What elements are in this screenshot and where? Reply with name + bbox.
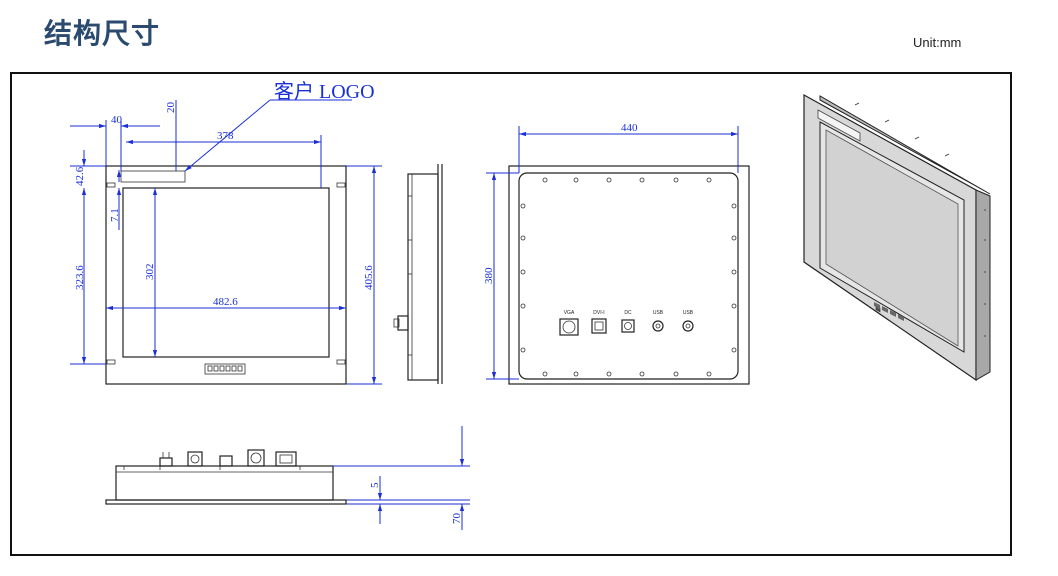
- vga-connector: [559, 318, 579, 336]
- front-panel-outline: [105, 165, 347, 385]
- mount-slot: [336, 359, 346, 365]
- perspective-buttons: [874, 302, 904, 321]
- rear-view: VGA DVI-I DC USB USB 440 380: [483, 122, 750, 385]
- front-buttons: [207, 365, 243, 372]
- perspective-edge-slots: [854, 102, 986, 337]
- logo-label: 客户 LOGO: [274, 80, 375, 103]
- rear-connectors: VGA DVI-I DC USB USB: [559, 310, 694, 336]
- dim-depth: 70: [451, 513, 463, 525]
- rear-screws: [520, 177, 737, 377]
- mount-slot: [336, 182, 346, 188]
- dim-top-gap: 7.1: [109, 208, 121, 222]
- page-title: 结构尺寸: [44, 17, 161, 50]
- dim-rear-width: 440: [621, 122, 638, 134]
- dim-logo-offset: 20: [165, 102, 177, 114]
- mount-slot: [106, 182, 116, 188]
- dc-connector: [621, 319, 635, 333]
- front-screen-area: [122, 187, 330, 358]
- usb-connector: [652, 320, 664, 332]
- unit-label: Unit:mm: [913, 35, 962, 50]
- dim-rear-height: 380: [483, 267, 495, 284]
- dim-side-margin: 40: [111, 114, 123, 126]
- dim-flange: 5: [369, 482, 381, 488]
- bottom-view: 5 70: [105, 426, 470, 530]
- connector-label: USB: [653, 310, 664, 316]
- dim-top-margin: 42.6: [74, 166, 86, 186]
- perspective-view: [803, 93, 991, 382]
- dim-overall-width: 482.6: [213, 296, 238, 308]
- bottom-connectors: [159, 449, 297, 467]
- side-view: [393, 164, 443, 384]
- front-button-strip: [204, 363, 246, 375]
- dim-hole-spacing: 323.6: [74, 265, 86, 290]
- mount-slot: [106, 359, 116, 365]
- connector-label: DVI-I: [593, 310, 604, 316]
- dvi-connector: [591, 318, 607, 334]
- dim-screen-height: 302: [144, 264, 156, 281]
- front-view: 40 20 378 客户 LOGO 42.6 7.1 323.6 302 482…: [70, 80, 382, 385]
- connector-label: DC: [624, 310, 632, 316]
- side-connector: [397, 315, 409, 331]
- logo-area: [120, 170, 186, 183]
- dim-overall-height: 405.6: [363, 265, 375, 290]
- connector-label: VGA: [564, 310, 575, 316]
- connector-label: USB: [683, 310, 694, 316]
- usb-connector: [682, 320, 694, 332]
